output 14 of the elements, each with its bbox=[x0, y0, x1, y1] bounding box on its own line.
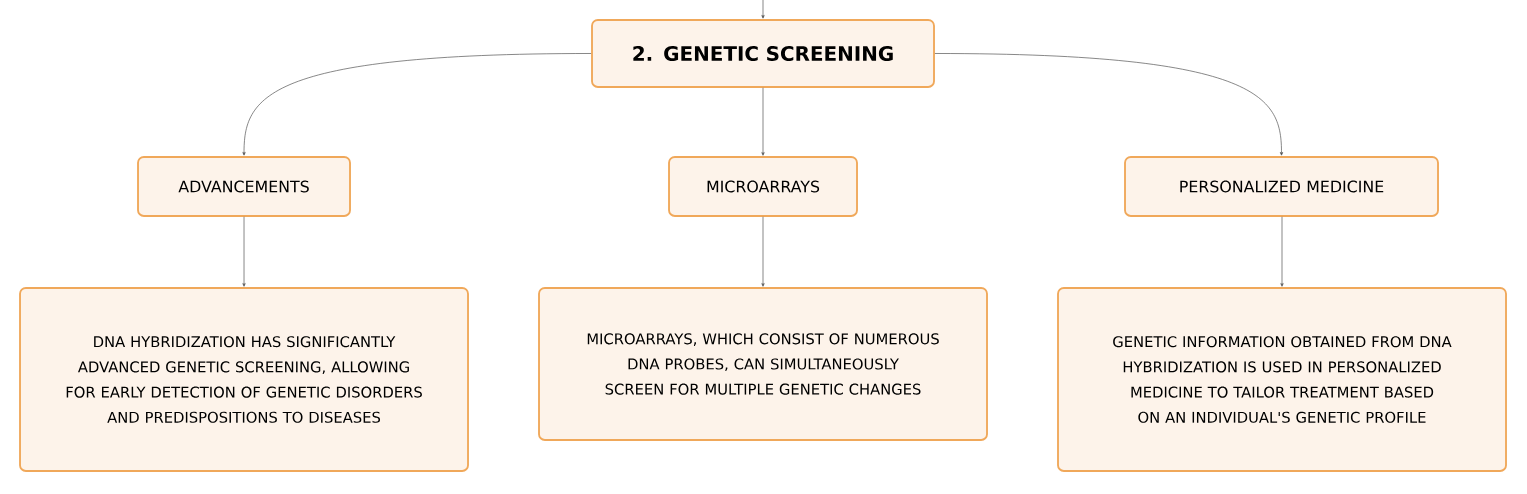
description-box: DNA HYBRIDIZATION HAS SIGNIFICANTLY ADVANCED GENETIC SCREENING, ALLOWING FOR EARLY DETECTION OF GENETIC DISORDERS AND PREDISPOSITIONS TO DISEASES bbox=[19, 287, 469, 472]
arrow bbox=[934, 53, 1284, 156]
topic-box: PERSONALIZED MEDICINE bbox=[1124, 156, 1439, 217]
arrow bbox=[242, 53, 592, 156]
topic-box: MICROARRAYS bbox=[668, 156, 858, 217]
arrow bbox=[761, 0, 765, 19]
title-box: 2. GENETIC SCREENING bbox=[591, 19, 935, 88]
arrow bbox=[761, 216, 765, 287]
description-box: GENETIC INFORMATION OBTAINED FROM DNA HYBRIDIZATION IS USED IN PERSONALIZED MEDICINE TO TAILOR TREATMENT BASED ON AN INDIVIDUAL'S GENETIC PROFILE bbox=[1057, 287, 1507, 472]
topic-box: ADVANCEMENTS bbox=[137, 156, 351, 217]
arrow bbox=[242, 216, 246, 287]
arrow bbox=[1280, 216, 1284, 287]
arrow bbox=[761, 87, 765, 156]
description-box: MICROARRAYS, WHICH CONSIST OF NUMEROUS DNA PROBES, CAN SIMULTANEOUSLY SCREEN FOR MULTIPLE GENETIC CHANGES bbox=[538, 287, 988, 441]
